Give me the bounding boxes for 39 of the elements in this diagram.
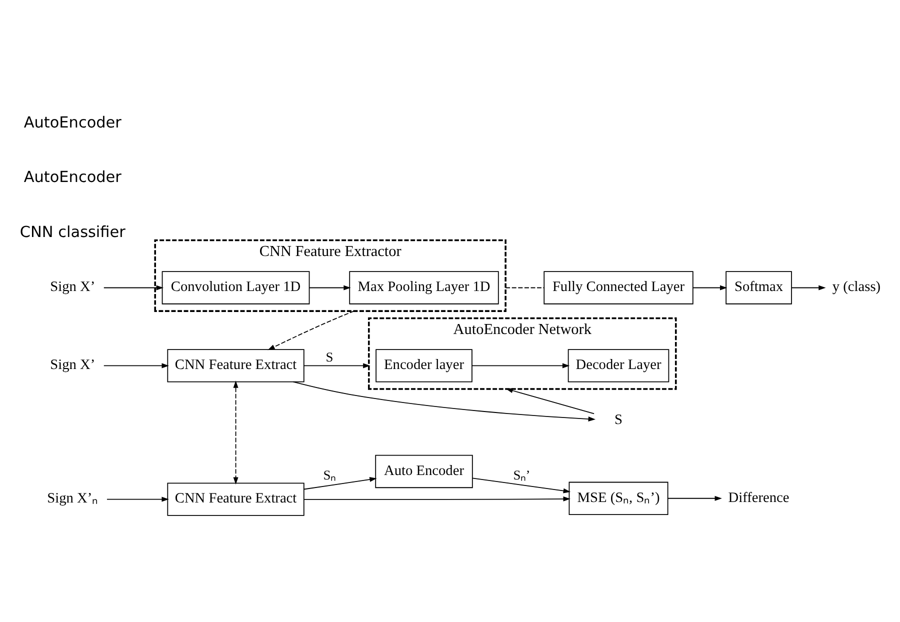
node-box: CNN Feature Extract	[167, 482, 304, 516]
arrow	[472, 362, 570, 368]
arrow	[308, 284, 351, 290]
arrow	[304, 476, 377, 490]
arrow	[472, 477, 571, 493]
arrow	[304, 496, 570, 501]
label: AutoEncoder	[24, 112, 122, 131]
arrow	[692, 284, 728, 290]
arrow	[506, 388, 594, 414]
node-text: Sign X’	[50, 356, 96, 373]
node-box: Softmax	[726, 270, 792, 304]
node-box: Convolution Layer 1D	[162, 270, 310, 304]
node-text: Sign X’ₙ	[47, 490, 98, 506]
arrow	[268, 310, 355, 350]
connector	[505, 286, 544, 288]
arrow	[233, 380, 238, 484]
node-box: Decoder Layer	[568, 348, 670, 382]
label: AutoEncoder	[24, 168, 122, 186]
arrow	[667, 495, 722, 500]
node-text: Sign X’	[50, 278, 96, 295]
node-text: y (class)	[832, 278, 881, 295]
node-box: Max Pooling Layer 1D	[349, 270, 499, 304]
node-text: Difference	[728, 489, 790, 506]
edge-label: Sₙ’	[513, 467, 530, 482]
node-box: Fully Connected Layer	[544, 270, 694, 304]
node-text: S	[614, 411, 622, 428]
label: CNN classifier	[20, 222, 126, 240]
arrow	[304, 362, 370, 368]
edge-label: Sₙ	[323, 467, 336, 482]
arrow	[103, 284, 164, 290]
arrow	[103, 362, 169, 368]
arrow	[106, 496, 169, 502]
node-box: MSE (Sₙ, Sₙ’)	[568, 481, 668, 514]
node-box: Auto Encoder	[375, 454, 473, 488]
edge-label: S	[326, 348, 334, 364]
arrow	[292, 380, 596, 422]
node-box: CNN Feature Extract	[167, 348, 304, 382]
node-box: Encoder layer	[376, 348, 472, 382]
arrow	[791, 284, 826, 290]
